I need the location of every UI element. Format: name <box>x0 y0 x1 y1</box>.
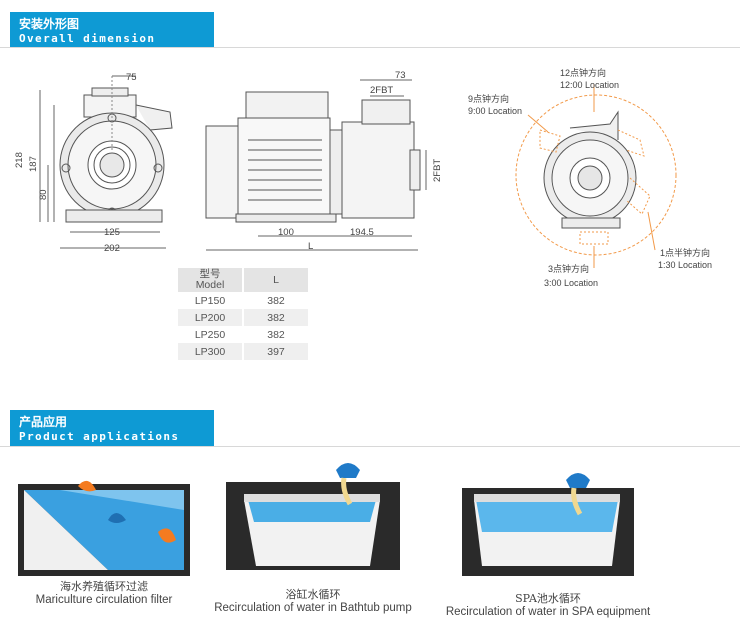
table-row: LP150 382 <box>178 292 308 309</box>
caption-en: Mariculture circulation filter <box>35 594 173 606</box>
table-cell-l: 382 <box>267 328 285 341</box>
applications-title-en: Product applications <box>19 430 180 443</box>
model-dimension-table: 型号 Model L LP150 382 LP200 382 LP250 382… <box>178 268 308 360</box>
caption-cn: 海水养殖循环过滤 <box>60 580 148 593</box>
outlet-orientation-view <box>515 84 677 268</box>
table-cell-model: LP250 <box>178 326 244 343</box>
dim-75: 75 <box>126 72 137 83</box>
table-header-model-en: Model <box>195 279 225 291</box>
table-cell-l: 397 <box>243 343 308 360</box>
loc-one-cn: 1点半钟方向 <box>660 247 710 258</box>
dim-218: 218 <box>14 152 25 168</box>
dim-187: 187 <box>28 156 39 172</box>
dimension-title-en: Overall dimension <box>19 32 156 45</box>
table-header-l: L <box>243 268 308 292</box>
dim-2fbt-top: 2FBT <box>370 85 393 96</box>
table-header-model-cn: 型号 <box>199 268 221 280</box>
fish-icon <box>78 480 96 492</box>
caption-cn: 浴缸水循环 <box>285 588 341 601</box>
dim-80: 80 <box>38 189 49 200</box>
spa-illustration <box>462 473 634 576</box>
loc-nine-en: 9:00 Location <box>468 106 522 116</box>
loc-twelve-en: 12:00 Location <box>560 80 619 90</box>
loc-nine-cn: 9点钟方向 <box>468 93 509 104</box>
dimension-section-banner: 安装外形图 Overall dimension <box>10 12 214 48</box>
applications-title-cn: 产品应用 <box>19 415 68 429</box>
bathtub-illustration <box>226 463 400 570</box>
application-caption-mariculture: 海水养殖循环过滤 Mariculture circulation filter <box>18 578 190 606</box>
dimension-title-cn: 安装外形图 <box>19 17 80 31</box>
dim-125: 125 <box>104 227 120 238</box>
caption-en: Recirculation of water in SPA equipment <box>445 606 651 618</box>
table-cell-model: LP300 <box>178 343 244 360</box>
dim-2fbt-side: 2FBT <box>432 159 443 182</box>
loc-one-en: 1:30 Location <box>658 260 712 270</box>
applications-section-banner: 产品应用 Product applications <box>10 410 214 446</box>
table-row: LP300 397 <box>178 343 308 360</box>
faucet-icon <box>336 463 360 478</box>
application-caption-bathtub: 浴缸水循环 Recirculation of water in Bathtub … <box>198 586 428 614</box>
dim-202: 202 <box>104 243 120 254</box>
caption-en: Recirculation of water in Bathtub pump <box>214 602 412 614</box>
pump-front-view <box>39 75 173 249</box>
loc-twelve-cn: 12点钟方向 <box>560 67 606 78</box>
dim-194: 194.5 <box>350 227 374 238</box>
table-cell-model: LP200 <box>178 309 244 326</box>
divider <box>0 446 740 447</box>
table-cell-model: LP150 <box>178 292 244 309</box>
fish-icon <box>108 513 126 523</box>
divider <box>0 47 740 48</box>
table-cell-l: 382 <box>267 294 285 307</box>
mariculture-illustration <box>18 480 190 576</box>
pump-side-view <box>205 79 427 251</box>
table-header-model: 型号 Model <box>178 268 244 292</box>
caption-cn: SPA池水循环 <box>515 592 581 605</box>
faucet-icon <box>566 473 590 488</box>
dim-l: L <box>308 241 313 252</box>
application-caption-spa: SPA池水循环 Recirculation of water in SPA eq… <box>432 590 664 618</box>
table-row: LP250 382 <box>178 326 308 343</box>
loc-three-cn: 3点钟方向 <box>548 263 589 274</box>
dim-100: 100 <box>278 227 294 238</box>
table-row: LP200 382 <box>178 309 308 326</box>
fish-icon <box>158 528 176 543</box>
table-cell-l: 382 <box>243 309 308 326</box>
dim-73: 73 <box>395 70 406 81</box>
loc-three-en: 3:00 Location <box>544 278 598 288</box>
